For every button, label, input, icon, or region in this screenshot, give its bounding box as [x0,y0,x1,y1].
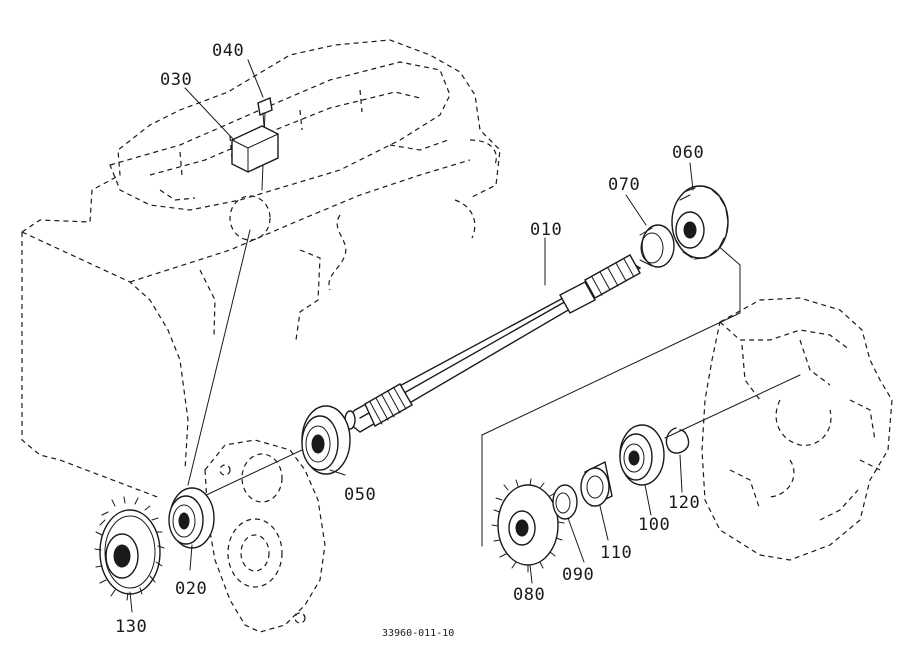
assembly-axis-lines [184,111,801,547]
catalog-number: 33960-011-10 [382,628,454,639]
main-shaft [343,254,642,433]
label-part-120: 120 [668,493,700,513]
thrust-washer-090 [552,484,578,520]
label-part-110: 110 [600,543,632,563]
label-part-100: 100 [638,515,670,535]
label-part-130: 130 [115,617,147,637]
snap-ring-120 [665,427,690,454]
label-part-040: 040 [212,41,244,61]
gear-080 [491,478,565,573]
label-part-030: 030 [160,70,192,90]
label-part-090: 090 [562,565,594,585]
ball-bearing-100 [619,424,665,486]
transmission-case [21,39,501,499]
ball-bearing-050 [301,405,351,475]
ball-bearing-020 [168,487,215,549]
label-part-020: 020 [175,579,207,599]
bearing-bracket-plate [204,439,326,633]
part-labels: 010 020 030 040 050 060 070 080 090 100 … [115,41,704,637]
label-part-050: 050 [344,485,376,505]
label-part-010: 010 [530,220,562,240]
rear-housing [701,297,893,561]
label-part-070: 070 [608,175,640,195]
bevel-gear-060 [671,185,729,260]
gear-130 [94,496,165,601]
retaining-clip-030 [231,125,279,173]
collar-110 [580,460,613,508]
needle-bearing-070 [639,224,675,268]
label-part-060: 060 [672,143,704,163]
label-part-080: 080 [513,585,545,605]
bolt-040 [257,97,273,127]
leader-lines [129,59,694,613]
